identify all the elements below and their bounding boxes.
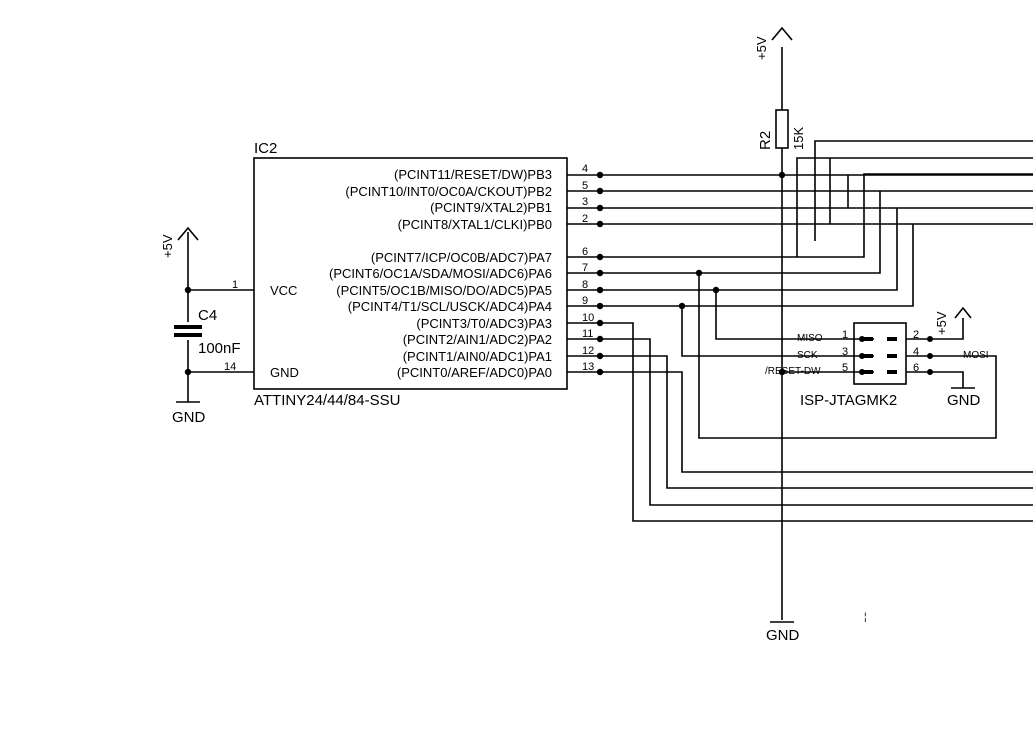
ic2-pin-num-1: 1 — [232, 279, 238, 291]
isp-pin-5: 5 — [842, 362, 848, 374]
gnd-symbol-bottom: GND — [766, 621, 800, 644]
ic2-pin-num-4: 4 — [582, 163, 588, 175]
isp-miso-label: MISO — [797, 333, 823, 344]
ic2-pin-num-3: 3 — [582, 196, 588, 208]
ic2-pin-label-pb0: (PCINT8/XTAL1/CLKI)PB0 — [398, 217, 552, 232]
ic2-pin-num-7: 7 — [582, 262, 588, 274]
ic2-pin-label-pb1: (PCINT9/XTAL2)PB1 — [430, 200, 552, 215]
ic2-pin-num-9: 9 — [582, 295, 588, 307]
ic2-pin-num-11: 11 — [582, 328, 593, 340]
isp-pin-2: 2 — [913, 329, 919, 341]
vcc-label-left: +5V — [160, 234, 175, 258]
ic2-pin-label-pa4: (PCINT4/T1/SCL/USCK/ADC4)PA4 — [348, 299, 552, 314]
ic2-pin-num-8: 8 — [582, 279, 588, 291]
ic2-pin-label-pa1: (PCINT1/AIN0/ADC1)PA1 — [403, 349, 552, 364]
isp-connector: MISO SCK /RESET-DW MOSI 1 3 5 2 4 6 ISP-… — [765, 306, 989, 409]
isp-reset-label: /RESET-DW — [765, 366, 821, 377]
ic2-pin-label-pa6: (PCINT6/OC1A/SDA/MOSI/ADC6)PA6 — [329, 266, 552, 281]
gnd-symbol-left: GND — [172, 401, 206, 426]
isp-gnd-label: GND — [947, 392, 981, 409]
isp-pin-4: 4 — [913, 346, 919, 358]
nets — [600, 47, 1033, 620]
ic2-pin-label-pb2: (PCINT10/INT0/OC0A/CKOUT)PB2 — [345, 184, 552, 199]
ic2-gnd-label: GND — [270, 365, 299, 380]
resistor-r2: +5V R2 15K — [754, 26, 806, 150]
isp-pin-1: 1 — [842, 329, 848, 341]
ic2-pin-label-pa3: (PCINT3/T0/ADC3)PA3 — [416, 316, 552, 331]
ic2-pin-num-6: 6 — [582, 246, 588, 258]
ic2-pin-num-10: 10 — [582, 312, 594, 324]
isp-pin-3: 3 — [842, 346, 848, 358]
capacitor-c4: C4 100nF — [174, 232, 241, 402]
ic2-pin-num-14: 14 — [224, 361, 236, 373]
resistor-r2-name: R2 — [757, 131, 774, 150]
ic2-pin-label-pa5: (PCINT5/OC1B/MISO/DO/ADC5)PA5 — [336, 283, 552, 298]
ic2-pin-num-2: 2 — [582, 213, 588, 225]
ic2-pin-label-pa7: (PCINT7/ICP/OC0B/ADC7)PA7 — [371, 250, 552, 265]
ic2-pin-label-pb3: (PCINT11/RESET/DW)PB3 — [394, 167, 552, 182]
isp-mosi-label: MOSI — [963, 350, 989, 361]
ic2-pin-num-5: 5 — [582, 180, 588, 192]
isp-vcc-label: +5V — [934, 311, 949, 335]
gnd-label-bottom: GND — [766, 627, 800, 644]
ic2: IC2 ATTINY24/44/84-SSU VCC GND (PCINT11/… — [224, 140, 594, 409]
vcc-label-top: +5V — [754, 36, 769, 60]
vcc-symbol-left: +5V — [160, 226, 199, 258]
isp-pin-6: 6 — [913, 362, 919, 374]
capacitor-c4-value: 100nF — [198, 340, 241, 357]
capacitor-c4-name: C4 — [198, 307, 217, 324]
ic2-vcc-label: VCC — [270, 283, 297, 298]
ic2-pin-num-13: 13 — [582, 361, 594, 373]
isp-name: ISP-JTAGMK2 — [800, 392, 897, 409]
isp-sck-label: SCK — [797, 350, 818, 361]
ic2-name: IC2 — [254, 140, 277, 157]
stray-mark: ¦ — [864, 612, 867, 623]
ic2-pin-label-pa0: (PCINT0/AREF/ADC0)PA0 — [397, 365, 552, 380]
ic2-pin-num-12: 12 — [582, 345, 594, 357]
ic2-part: ATTINY24/44/84-SSU — [254, 392, 400, 409]
gnd-label-left: GND — [172, 409, 206, 426]
resistor-r2-value: 15K — [791, 127, 806, 150]
ic2-pin-label-pa2: (PCINT2/AIN1/ADC2)PA2 — [403, 332, 552, 347]
ic2-pin-stubs — [222, 174, 600, 373]
